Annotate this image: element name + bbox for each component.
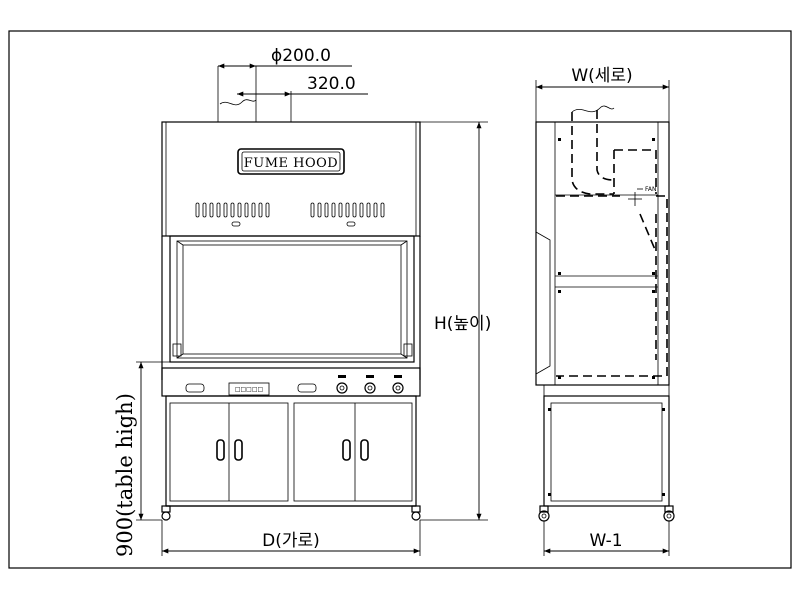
outlet-right	[297, 383, 317, 393]
dim-depth: D(가로)	[161, 520, 421, 556]
caster-right	[411, 505, 421, 521]
dim-duct-diameter: ϕ200.0	[218, 46, 352, 69]
vent-latch	[231, 221, 241, 227]
vent-slot	[195, 202, 200, 218]
vent-slot	[265, 202, 270, 218]
vent-slot	[244, 202, 249, 218]
side-caster-left	[538, 505, 550, 522]
vent-slot	[338, 202, 343, 218]
control-knob	[392, 382, 404, 394]
door-handle	[234, 439, 243, 461]
door-handle	[216, 439, 225, 461]
front-view: FUME HOOD □□□□□	[161, 66, 421, 521]
vent-slot	[352, 202, 357, 218]
vent-slot	[366, 202, 371, 218]
vent-slot	[216, 202, 221, 218]
depth-label: D(가로)	[262, 531, 320, 551]
door-handle	[360, 439, 369, 461]
control-knob	[336, 382, 348, 394]
vent-slot	[310, 202, 315, 218]
fume-hood-sign: FUME HOOD	[237, 148, 345, 175]
vent-slot	[202, 202, 207, 218]
vent-latch	[346, 221, 356, 227]
duct-diameter-label: ϕ200.0	[271, 46, 331, 66]
control-label-text: □□□□□	[235, 386, 263, 393]
vent-slot	[359, 202, 364, 218]
side-stand	[543, 385, 670, 507]
dim-duct-offset: 320.0	[237, 74, 368, 97]
vent-slot	[380, 202, 385, 218]
hood-top-section	[161, 121, 421, 237]
vent-slot	[331, 202, 336, 218]
caster-left	[161, 505, 171, 521]
vent-slot	[237, 202, 242, 218]
control-label-plate	[228, 382, 270, 396]
vent-slot	[373, 202, 378, 218]
bottom-width-label: W-1	[589, 531, 622, 551]
dim-width: W(세로)	[535, 66, 670, 122]
side-view: FAN	[535, 105, 675, 522]
sash-window	[182, 244, 402, 355]
base-cabinet	[165, 395, 417, 507]
duct-offset-label: 320.0	[307, 74, 356, 94]
vent-slot	[258, 202, 263, 218]
side-cabinet	[535, 121, 670, 386]
outlet-left	[185, 383, 205, 393]
fan-label: FAN	[645, 186, 657, 193]
vent-slot	[223, 202, 228, 218]
internal-duct	[556, 110, 668, 377]
vent-slot	[317, 202, 322, 218]
vent-slot	[230, 202, 235, 218]
drawing-border	[8, 30, 792, 569]
vent-slot	[251, 202, 256, 218]
dim-height: H(높이)	[420, 121, 491, 521]
width-label: W(세로)	[571, 66, 632, 86]
sign-text: FUME HOOD	[244, 156, 338, 171]
control-knob	[364, 382, 376, 394]
vent-slot	[324, 202, 329, 218]
sash-frame	[169, 235, 415, 363]
air-vents	[195, 202, 385, 227]
vent-slot	[345, 202, 350, 218]
side-caster-right	[663, 505, 675, 522]
height-label: H(높이)	[434, 314, 491, 334]
door-handle	[342, 439, 351, 461]
table-height-label: 900(table high)	[113, 393, 137, 557]
dim-table-height: 900(table high)	[113, 361, 178, 557]
dim-bottom-width: W-1	[543, 521, 670, 556]
vent-slot	[209, 202, 214, 218]
